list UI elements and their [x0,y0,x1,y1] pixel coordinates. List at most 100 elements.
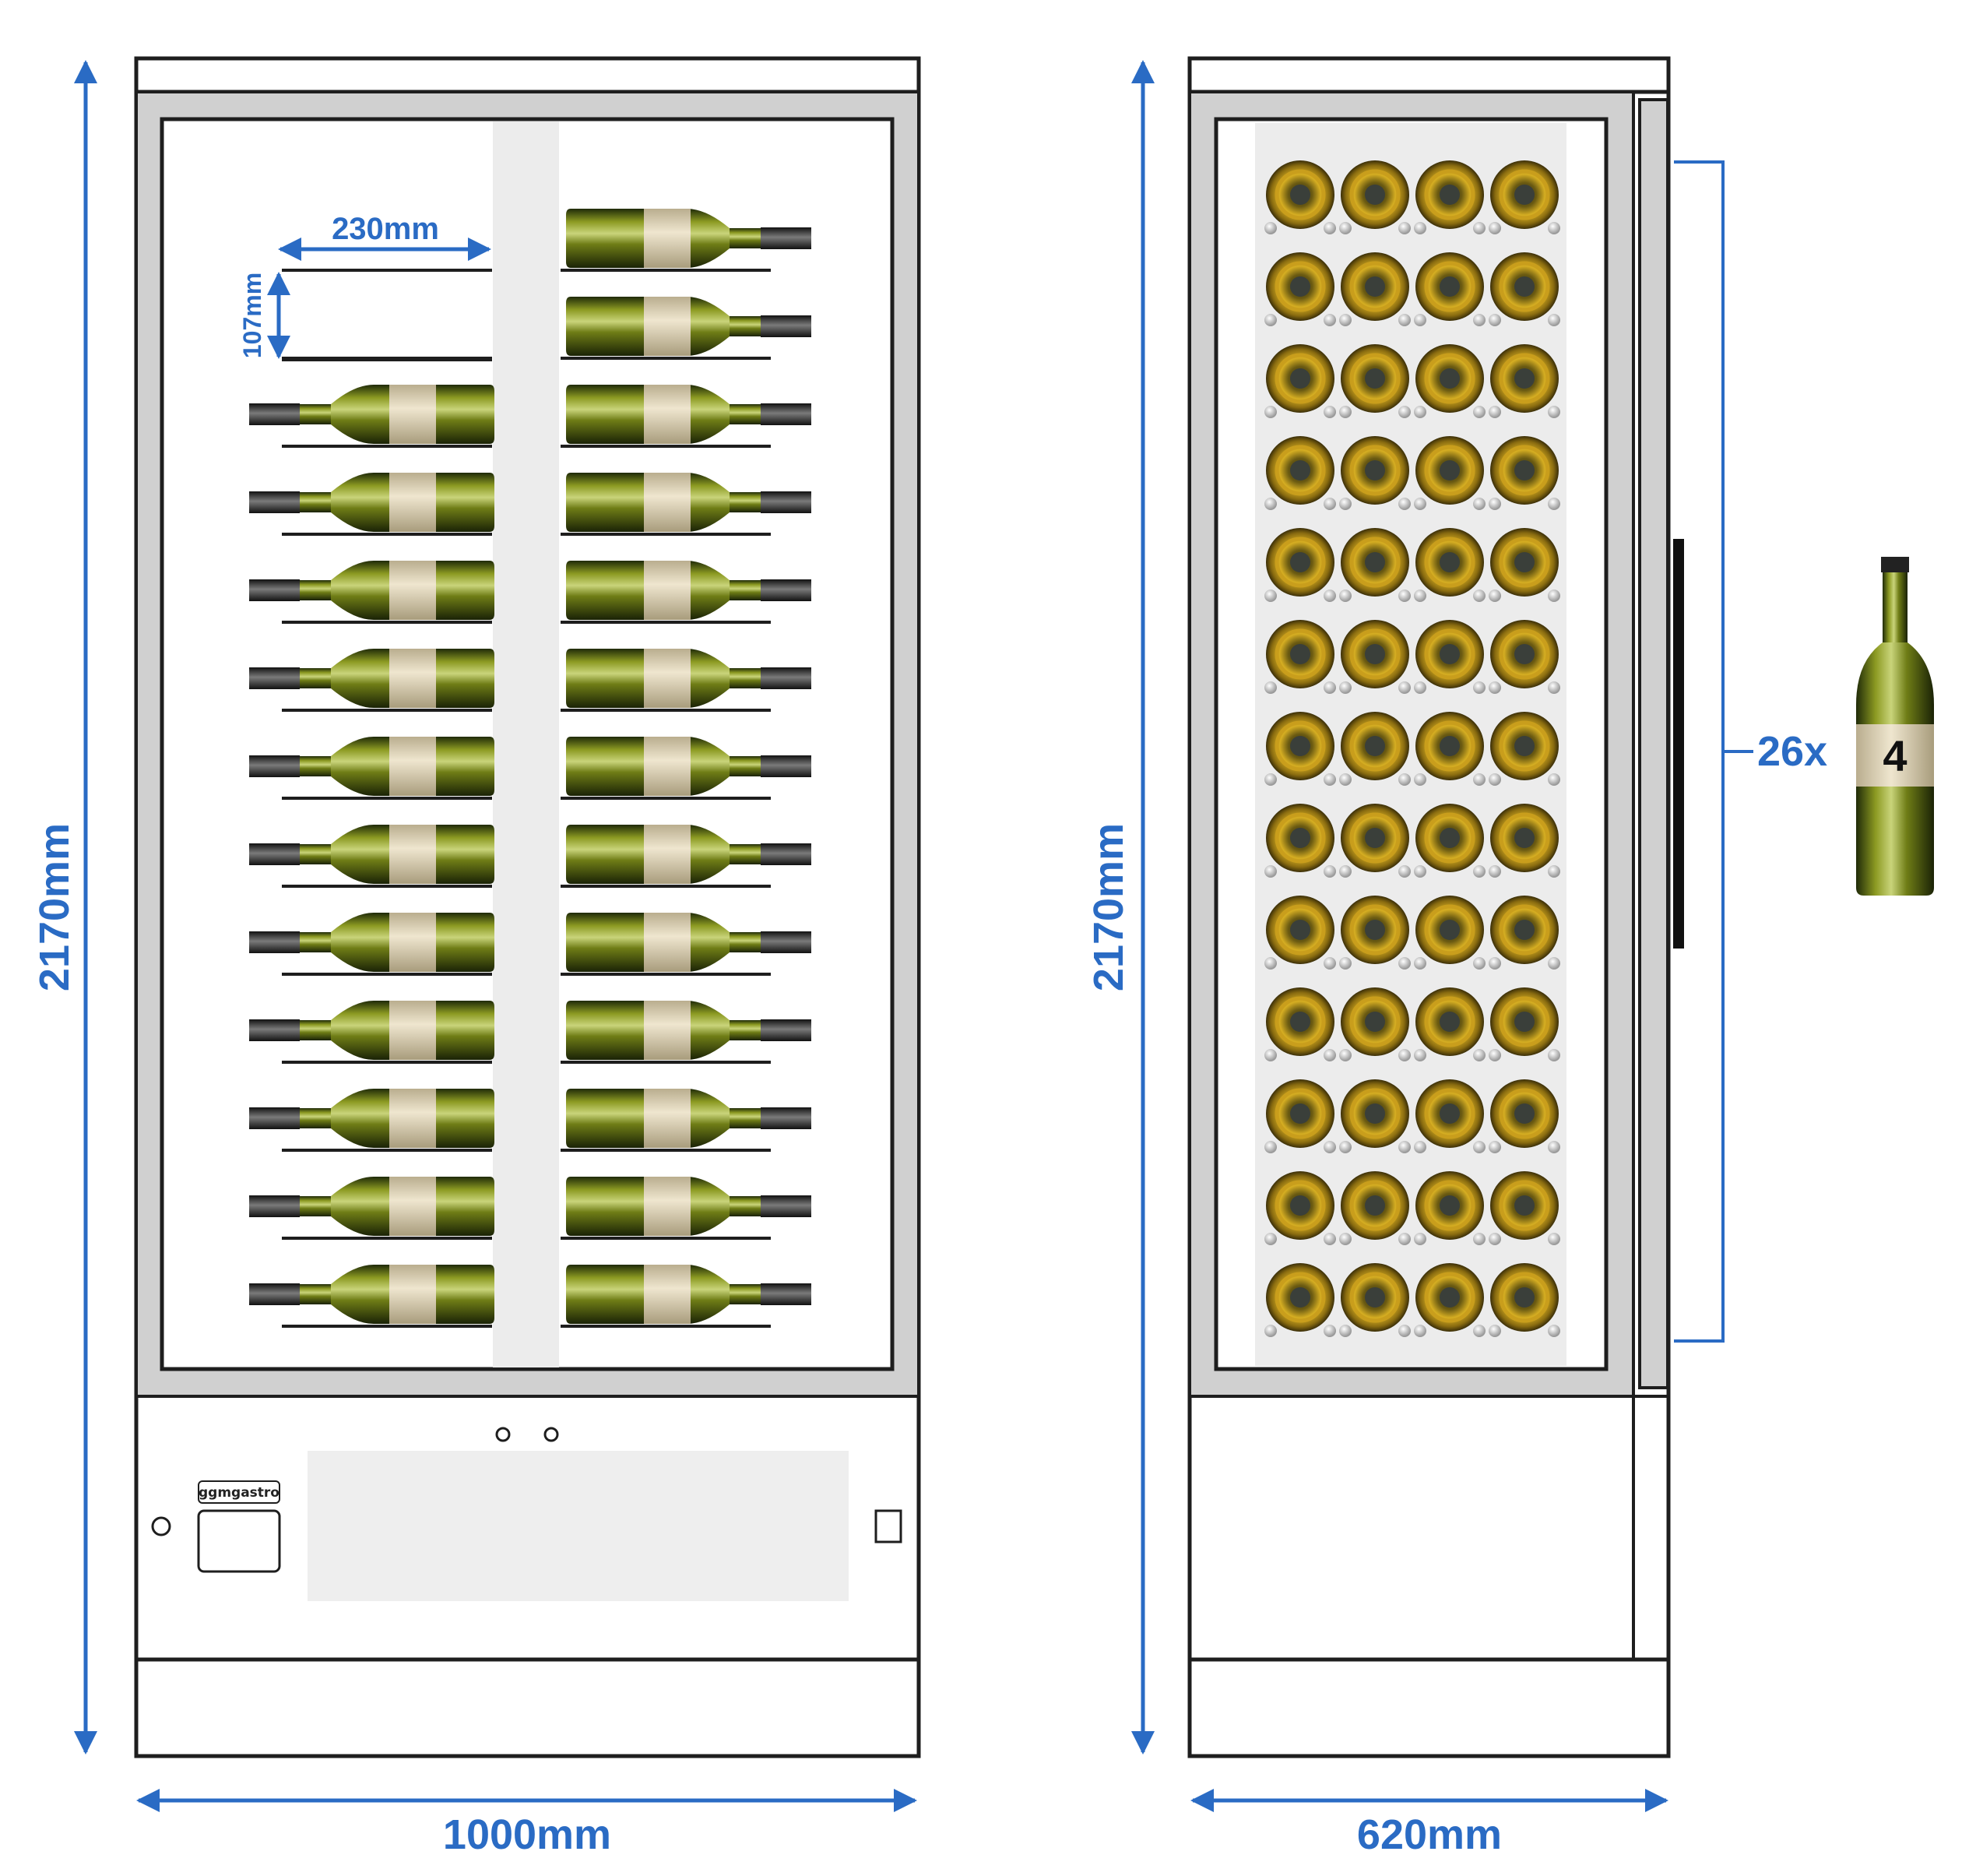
bottle-end-view [1414,804,1486,878]
side-view: 2170mm 620mm [1085,56,1684,1858]
bottle-end-view [1264,344,1336,418]
bottle-front-right [566,737,811,796]
bottle-end-view [1339,1079,1411,1153]
wine-bottle-icon: 4 [1856,557,1934,896]
bottle-end-view [1264,620,1336,694]
bottle-end-view [1339,1171,1411,1245]
bottle-end-view [1414,1263,1486,1337]
bottle-end-view [1264,1079,1336,1153]
bottle-end-view [1489,436,1560,510]
bottle-end-view [1414,712,1486,786]
bottle-front-left [249,1177,494,1236]
front-height-label: 2170mm [31,823,78,991]
bottle-end-view [1264,896,1336,970]
side-height-label: 2170mm [1085,823,1132,991]
bottle-end-view [1414,436,1486,510]
front-right-bottles [566,209,811,1324]
front-lock-icon [151,1516,171,1536]
front-control-panel [308,1451,849,1601]
bottle-end-view [1339,344,1411,418]
bottle-end-view [1339,804,1411,878]
bottle-end-view [1264,712,1336,786]
front-width-label: 1000mm [443,1811,611,1858]
bottle-front-right [566,825,811,884]
bottle-end-view [1414,987,1486,1061]
shelf-width-label: 230mm [332,212,439,246]
bottle-front-right [566,1089,811,1148]
bottle-front-left [249,913,494,972]
bottle-number: 4 [1883,731,1907,780]
front-left-shelves [282,269,492,1328]
bottle-end-view [1339,436,1411,510]
bottle-end-view [1264,252,1336,326]
bottle-end-view [1264,160,1336,234]
side-door-handle [1673,539,1684,949]
bottle-front-right [566,1177,811,1236]
bottle-front-right [566,1001,811,1060]
bottle-end-view [1339,252,1411,326]
bottle-end-view [1339,712,1411,786]
bottle-end-view [1489,620,1560,694]
bottle-end-view [1414,1171,1486,1245]
bottle-end-view [1489,344,1560,418]
front-center-divider [493,121,559,1367]
bottle-end-view [1414,252,1486,326]
front-right-shelves [561,269,771,1328]
bottle-end-view [1264,987,1336,1061]
bottle-end-view [1264,528,1336,602]
front-indicator-light [495,1427,511,1442]
bottle-front-left [249,825,494,884]
bottle-end-view [1264,436,1336,510]
bottle-end-view [1414,160,1486,234]
front-left-bottles [249,385,494,1324]
bottle-front-left [249,737,494,796]
bottle-end-view [1489,528,1560,602]
front-display-box [197,1509,281,1573]
bottle-front-left [249,473,494,532]
bottle-end-view [1264,1171,1336,1245]
bottle-front-left [249,561,494,620]
shelf-count-label: 26x [1757,728,1827,775]
bottle-end-view [1489,1171,1560,1245]
bottle-end-view [1414,1079,1486,1153]
bottle-front-left [249,385,494,444]
bottle-front-left [249,1265,494,1324]
side-door-edge [1638,98,1669,1389]
front-switch-icon [874,1509,902,1543]
bottle-front-left [249,1001,494,1060]
bottle-end-view [1489,1263,1560,1337]
bottle-front-right [566,209,811,268]
bottle-front-left [249,1089,494,1148]
front-indicator-light [543,1427,559,1442]
shelf-count-callout: 26x 4 [1674,160,1934,1343]
bottle-end-view [1489,987,1560,1061]
front-view: ggmgastro 2170mm 1000mm 230mm 107mm [31,56,921,1858]
bottle-end-view [1489,896,1560,970]
bottle-front-right [566,649,811,708]
bottle-front-right [566,473,811,532]
bottle-end-view [1489,160,1560,234]
bottle-end-view [1339,528,1411,602]
bottle-end-view [1414,344,1486,418]
bottle-front-right [566,1265,811,1324]
side-bottle-grid [1264,160,1560,1337]
bottle-end-view [1489,712,1560,786]
bottle-end-view [1339,987,1411,1061]
bottle-end-view [1414,620,1486,694]
bottle-end-view [1489,1079,1560,1153]
bottle-front-right [566,385,811,444]
bottle-front-right [566,913,811,972]
bottle-front-right [566,561,811,620]
bottle-end-view [1339,160,1411,234]
bottle-end-view [1489,252,1560,326]
bottle-front-right [566,297,811,356]
bottle-end-view [1489,804,1560,878]
bottle-end-view [1339,1263,1411,1337]
bottle-end-view [1414,896,1486,970]
brand-name: ggmgastro [199,1485,280,1501]
side-depth-label: 620mm [1357,1811,1502,1858]
front-brand-badge [198,1480,280,1504]
shelf-spacing-label: 107mm [238,273,266,358]
bottle-end-view [1264,804,1336,878]
